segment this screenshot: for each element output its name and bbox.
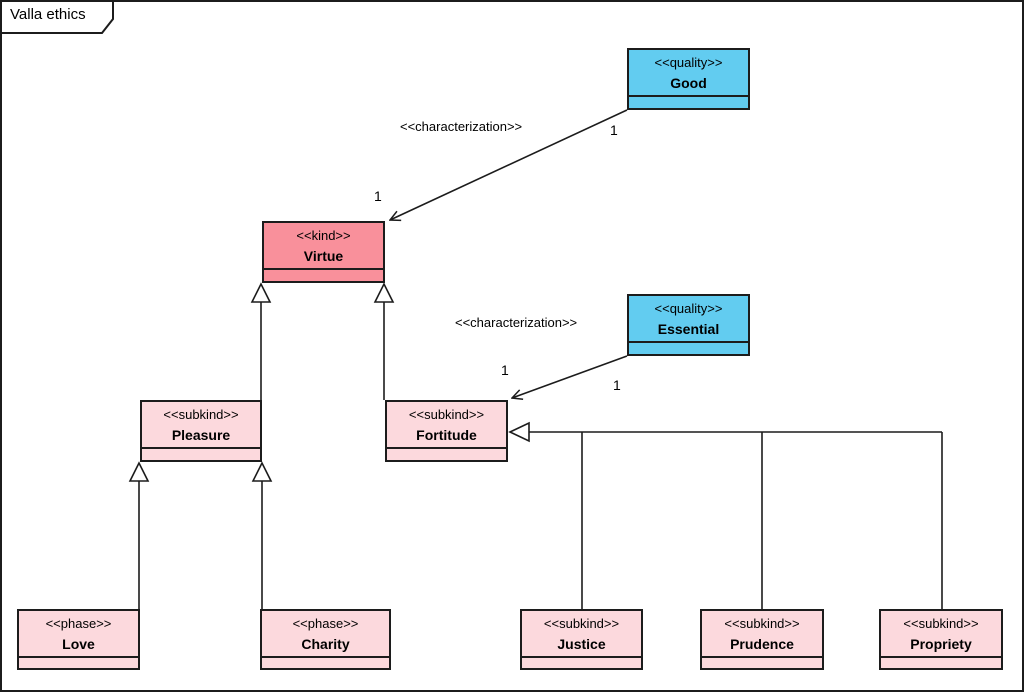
class-header: <<kind>> Virtue [264, 223, 383, 268]
attribute-compartment [387, 447, 506, 460]
class-name: Justice [557, 635, 606, 652]
class-header: <<subkind>> Propriety [881, 611, 1001, 656]
stereotype-label: <<quality>> [654, 54, 723, 70]
class-fortitude[interactable]: <<subkind>> Fortitude [385, 400, 508, 462]
characterization-label-good-virtue: <<characterization>> [400, 119, 523, 134]
stereotype-label: <<quality>> [654, 300, 723, 316]
multiplicity-fortitude-end: 1 [501, 362, 509, 378]
stereotype-label: <<kind>> [296, 227, 351, 243]
generalization-fortitude-virtue [373, 282, 395, 400]
multiplicity-virtue-end: 1 [374, 188, 382, 204]
stereotype-label: <<subkind>> [408, 406, 485, 422]
class-name: Virtue [303, 247, 344, 264]
attribute-compartment [522, 656, 641, 668]
multiplicity-good-end: 1 [610, 122, 618, 138]
class-header: <<quality>> Essential [629, 296, 748, 341]
class-name: Pleasure [171, 426, 231, 443]
class-name: Propriety [910, 635, 972, 652]
frame-title: Valla ethics [10, 6, 86, 23]
class-good[interactable]: <<quality>> Good [627, 48, 750, 110]
stereotype-label: <<subkind>> [724, 615, 800, 631]
attribute-compartment [142, 447, 260, 460]
class-pleasure[interactable]: <<subkind>> Pleasure [140, 400, 262, 462]
characterization-essential-fortitude [512, 355, 628, 398]
characterization-good-virtue [390, 109, 628, 220]
stereotype-label: <<phase>> [292, 615, 359, 631]
generalization-pleasure-virtue [250, 282, 272, 400]
class-header: <<subkind>> Fortitude [387, 402, 506, 447]
characterization-label-essential-fortitude: <<characterization>> [455, 315, 578, 330]
class-propriety[interactable]: <<subkind>> Propriety [879, 609, 1003, 670]
generalization-love-pleasure [128, 461, 150, 609]
attribute-compartment [702, 656, 822, 668]
class-justice[interactable]: <<subkind>> Justice [520, 609, 643, 670]
generalization-charity-pleasure [251, 461, 273, 609]
class-prudence[interactable]: <<subkind>> Prudence [700, 609, 824, 670]
class-header: <<quality>> Good [629, 50, 748, 95]
class-essential[interactable]: <<quality>> Essential [627, 294, 750, 356]
class-name: Good [670, 74, 707, 91]
class-header: <<subkind>> Pleasure [142, 402, 260, 447]
class-name: Prudence [730, 635, 794, 652]
stereotype-label: <<phase>> [45, 615, 112, 631]
stereotype-label: <<subkind>> [543, 615, 620, 631]
generalization-set-fortitude [508, 421, 943, 609]
class-header: <<subkind>> Prudence [702, 611, 822, 656]
class-virtue[interactable]: <<kind>> Virtue [262, 221, 385, 283]
attribute-compartment [262, 656, 389, 668]
class-love[interactable]: <<phase>> Love [17, 609, 140, 670]
class-header: <<phase>> Love [19, 611, 138, 656]
attribute-compartment [19, 656, 138, 668]
class-name: Essential [657, 320, 720, 337]
class-name: Charity [301, 635, 350, 652]
multiplicity-essential-end: 1 [613, 377, 621, 393]
attribute-compartment [264, 268, 383, 281]
attribute-compartment [629, 95, 748, 108]
stereotype-label: <<subkind>> [903, 615, 979, 631]
attribute-compartment [629, 341, 748, 354]
attribute-compartment [881, 656, 1001, 668]
class-name: Love [62, 635, 95, 652]
class-charity[interactable]: <<phase>> Charity [260, 609, 391, 670]
class-header: <<subkind>> Justice [522, 611, 641, 656]
class-name: Fortitude [416, 426, 477, 443]
class-header: <<phase>> Charity [262, 611, 389, 656]
stereotype-label: <<subkind>> [163, 406, 239, 422]
